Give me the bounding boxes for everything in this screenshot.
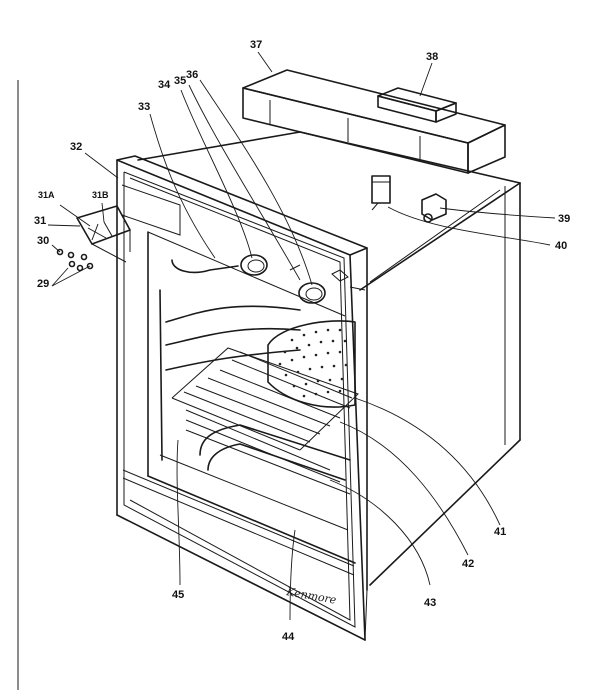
- screws: [56, 248, 94, 272]
- oven-cavity: [147, 231, 356, 564]
- callout-32: 32: [70, 141, 82, 153]
- oven-cabinet: [137, 131, 521, 586]
- callout-42: 42: [462, 558, 474, 570]
- callout-36: 36: [186, 69, 198, 81]
- control-knobs: [240, 254, 349, 304]
- heating-elements: [159, 259, 351, 481]
- clock-panel: [76, 205, 131, 263]
- leader-lines: [47, 51, 556, 621]
- callout-31b: 31B: [92, 190, 109, 200]
- callout-31a: 31A: [38, 190, 55, 200]
- callout-31: 31: [34, 215, 46, 227]
- callout-37: 37: [250, 39, 262, 51]
- callout-45: 45: [172, 589, 184, 601]
- callout-33: 33: [138, 101, 150, 113]
- relay-box: [377, 87, 457, 123]
- callout-34: 34: [158, 79, 171, 91]
- oven-racks: [171, 347, 359, 495]
- callout-30: 30: [37, 235, 49, 247]
- callout-43: 43: [424, 597, 436, 609]
- callout-40: 40: [555, 240, 567, 252]
- oven-bottom-panel: [267, 320, 356, 408]
- vent-housing: [242, 69, 506, 174]
- callout-35: 35: [174, 75, 186, 87]
- callout-41: 41: [494, 526, 506, 538]
- callout-38: 38: [426, 51, 438, 63]
- callout-44: 44: [282, 631, 295, 643]
- callout-39: 39: [558, 213, 570, 225]
- callout-29: 29: [37, 278, 49, 290]
- thermostat-switch: [371, 175, 447, 223]
